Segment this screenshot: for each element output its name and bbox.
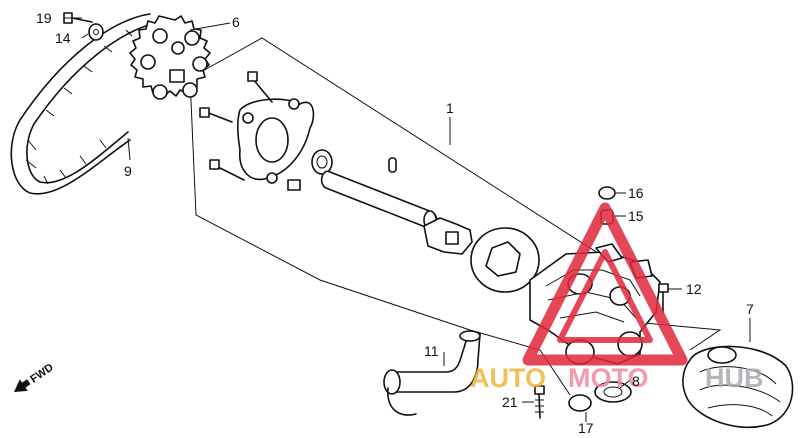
dowel-pin (388, 157, 397, 173)
callout-7: 7 (746, 301, 754, 317)
callout-14: 14 (55, 30, 71, 46)
callout-8: 8 (632, 373, 640, 389)
callout-1: 1 (446, 100, 454, 116)
watermark-hub: HUB (705, 363, 764, 393)
callout-15: 15 (628, 208, 644, 224)
washer-14 (88, 23, 104, 41)
pump-cover (236, 98, 315, 191)
watermark: AUTO MOTO HUB (470, 202, 764, 393)
oil-pipe (383, 330, 481, 416)
callout-9: 9 (124, 163, 132, 179)
oil-strainer (682, 345, 794, 429)
watermark-auto: AUTO (470, 363, 546, 393)
callout-11: 11 (424, 343, 439, 359)
watermark-moto: MOTO (568, 363, 649, 393)
washer-16 (598, 186, 616, 200)
fwd-label: FWD (28, 361, 55, 385)
callout-19: 19 (36, 10, 52, 26)
bolt-21 (534, 385, 545, 419)
fwd-direction-marker: FWD (14, 361, 56, 392)
fwd-arrow-icon (14, 379, 31, 392)
o-ring (311, 149, 333, 175)
bolt-12 (658, 283, 669, 313)
callout-17: 17 (578, 420, 594, 436)
callout-16: 16 (628, 185, 644, 201)
watermark-triangle (522, 202, 688, 366)
callout-6: 6 (232, 14, 240, 30)
outer-rotor (470, 227, 540, 293)
callout-labels: 1 6 7 8 9 11 12 14 15 16 17 19 21 (36, 10, 754, 436)
leader-lines (64, 17, 751, 422)
pump-body (529, 243, 661, 365)
callout-21: 21 (502, 394, 518, 410)
sprocket (129, 15, 211, 100)
cover-screws (199, 71, 273, 181)
callout-12: 12 (686, 281, 702, 297)
o-ring-17 (568, 394, 592, 412)
pump-shaft (320, 170, 438, 230)
